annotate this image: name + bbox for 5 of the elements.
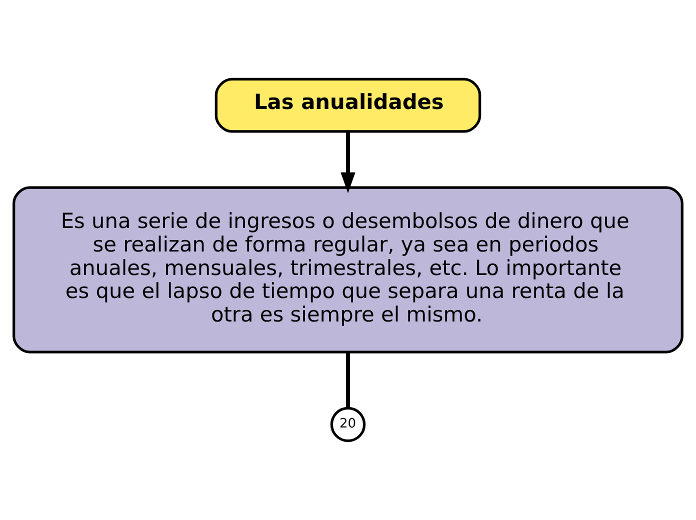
arrow (340, 132, 356, 194)
node-box: Es una serie de ingresos o desembolsos de dinero que se realizan de forma regular, ya sea en periodos anuales, mensuales, trimestrales, etc. Lo importante es que el lapso de tiempo que separa una renta de la otra es siempre el mismo. (12, 186, 684, 354)
connector (346, 352, 350, 408)
node-box: Las anualidades (214, 78, 482, 133)
node-circle: 20 (330, 406, 366, 442)
